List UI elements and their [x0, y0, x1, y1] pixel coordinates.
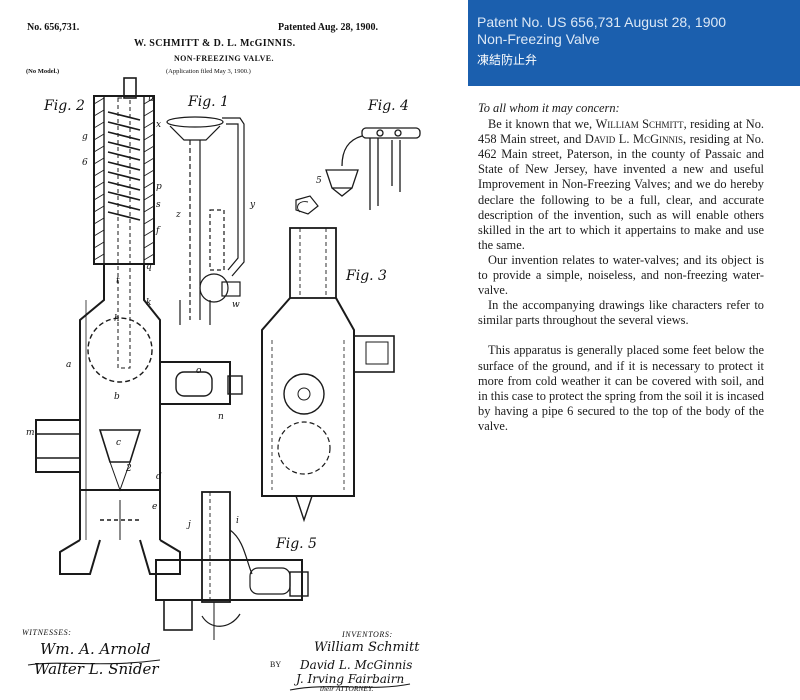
signature-flourishes — [27, 659, 411, 691]
witness-signature-1: Wm. A. Arnold — [40, 640, 151, 658]
ref-letter: f — [156, 226, 160, 236]
paragraph-drawings: In the accompanying drawings like charac… — [478, 298, 764, 328]
fig2-drawing — [35, 77, 243, 575]
ref-letter: q — [146, 262, 152, 272]
ref-letter: h — [114, 314, 120, 324]
ref-letter: n — [218, 412, 224, 422]
paragraph-apparatus: This apparatus is generally placed some … — [478, 343, 764, 433]
sheet-title: NON-FREEZING VALVE. — [174, 54, 274, 63]
fig4-drawing — [325, 127, 421, 210]
sheet-patent-number: No. 656,731. — [27, 22, 80, 33]
specification-text: To all whom it may concern: Be it known … — [478, 101, 764, 434]
ref-letter: m — [26, 428, 35, 438]
by-label: BY — [270, 660, 282, 669]
patent-info-header: Patent No. US 656,731 August 28, 1900 No… — [468, 0, 800, 86]
fig5-drawing — [155, 491, 309, 640]
fig1-drawing — [166, 116, 245, 325]
paragraph-object: Our invention relates to water-valves; a… — [478, 252, 764, 298]
patent-title-japanese: 凍結防止弁 — [477, 53, 538, 67]
inventor-name-1: William Schmitt — [595, 117, 684, 132]
ref-letter: k — [146, 298, 152, 308]
inventor-signature-2: David L. McGinnis — [300, 658, 413, 672]
patent-drawing-sheet: No. 656,731. Patented Aug. 28, 1900. W. … — [22, 22, 421, 693]
ref-letter: 2 — [126, 464, 132, 474]
ref-letter: w — [232, 300, 240, 310]
ref-letter: j — [188, 520, 191, 530]
sheet-model: (No Model.) — [26, 68, 60, 75]
fig3-label: Fig. 3 — [346, 268, 387, 284]
sheet-inventors: W. SCHMITT & D. L. McGINNIS. — [134, 38, 296, 49]
ref-letter: t — [116, 276, 120, 286]
ref-letter: p — [156, 182, 162, 192]
patent-drawing-art — [27, 77, 421, 691]
inventor-name-2: David L. McGinnis — [584, 132, 684, 147]
attorney-label: their ATTORNEY. — [320, 684, 374, 693]
sheet-patented-date: Patented Aug. 28, 1900. — [278, 22, 378, 33]
fig2-label: Fig. 2 — [44, 98, 85, 114]
ref-letter: o — [196, 366, 202, 376]
fig1-label: Fig. 1 — [188, 94, 229, 110]
fig4-label: Fig. 4 — [368, 98, 409, 114]
inventors-label: INVENTORS: — [342, 630, 393, 639]
inventor-signature-1: William Schmitt — [314, 640, 420, 655]
paragraph-intro: Be it known that we, William Schmitt, re… — [478, 117, 764, 253]
fig5-label: Fig. 5 — [276, 536, 317, 552]
ref-letter: 5 — [316, 176, 322, 186]
ref-letter: g — [82, 132, 88, 142]
fig3-drawing — [261, 195, 395, 523]
ref-letter: c — [116, 438, 122, 448]
ref-letter: a — [66, 360, 72, 370]
witness-signature-2: Walter L. Snider — [34, 660, 159, 678]
witnesses-label: WITNESSES: — [22, 628, 72, 637]
ref-letter: z — [176, 210, 181, 220]
ref-letter: x — [156, 120, 162, 130]
ref-letter: u — [148, 94, 154, 104]
ref-letter: d — [156, 472, 162, 482]
sheet-application: (Application filed May 3, 1900.) — [166, 68, 251, 75]
salutation: To all whom it may concern: — [478, 101, 620, 115]
ref-letter: b — [114, 392, 120, 402]
ref-letter: y — [250, 200, 256, 210]
ref-letter: 6 — [82, 158, 88, 168]
paragraph-intro-a: Be it known that we, — [488, 117, 596, 132]
ref-letter: e — [152, 502, 158, 512]
attorney-signature: J. Irving Fairbairn — [296, 672, 405, 686]
patent-title-english: Non-Freezing Valve — [477, 31, 600, 47]
paragraph-intro-c: , residing at No. 462 Main street, Pater… — [478, 132, 764, 252]
ref-letter: s — [156, 200, 161, 210]
ref-letter: i — [236, 516, 239, 526]
paragraph-intro-b: , residing at No. 458 Main street, and — [478, 117, 764, 147]
patent-number-date: Patent No. US 656,731 August 28, 1900 — [477, 14, 727, 30]
